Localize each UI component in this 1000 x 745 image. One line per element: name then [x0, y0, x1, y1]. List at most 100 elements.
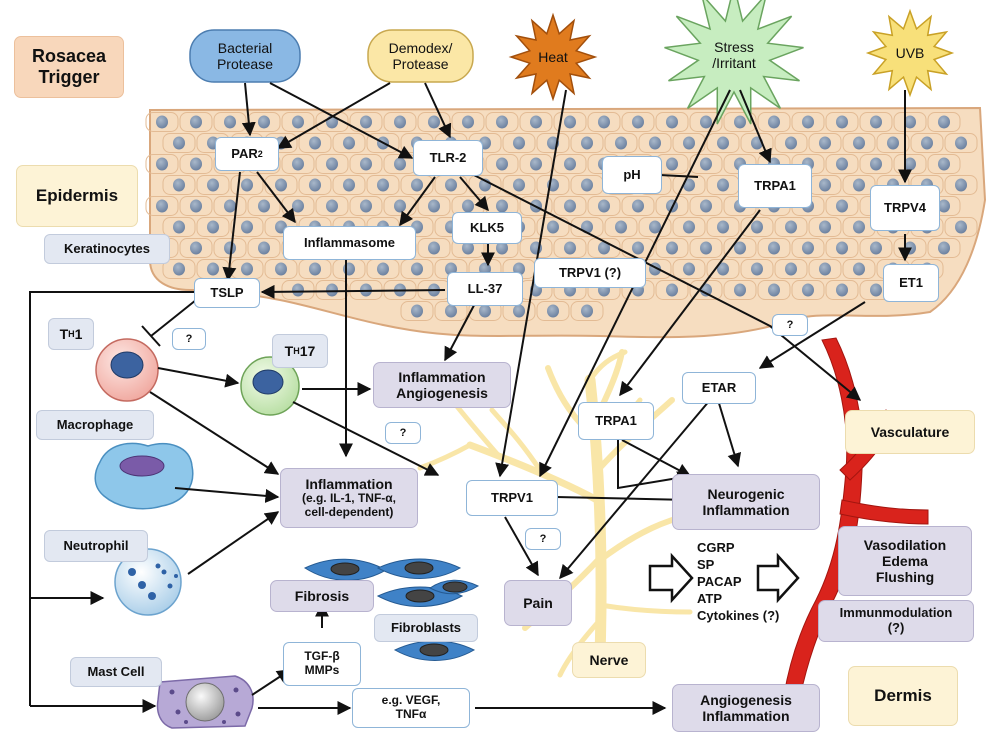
keratinocyte-cell	[825, 238, 859, 258]
keratinocyte-nucleus	[190, 115, 202, 129]
keratinocyte-cell	[536, 301, 570, 321]
ll37-node: LL-37	[447, 272, 523, 306]
keratinocyte-nucleus	[700, 157, 712, 171]
keratinocyte-cell	[825, 280, 859, 300]
keratinocyte-nucleus	[632, 199, 644, 213]
mediator-in-arrow	[648, 552, 694, 604]
keratinocyte-nucleus	[938, 199, 950, 213]
keratinocyte-nucleus	[241, 220, 253, 234]
neutrophil-cell	[114, 548, 182, 616]
keratinocyte-cell	[145, 112, 179, 132]
keratinocyte-cell	[349, 112, 383, 132]
question-trpv1-pain: ?	[525, 528, 561, 550]
keratinocyte-cell	[587, 112, 621, 132]
keratinocyte-nucleus	[513, 178, 525, 192]
inflammation-angiogenesis-box: Inflammation Angiogenesis	[373, 362, 511, 408]
keratinocyte-cell	[774, 133, 808, 153]
keratinocyte-nucleus	[343, 178, 355, 192]
keratinocyte-nucleus	[581, 304, 593, 318]
keratinocyte-cell	[247, 238, 281, 258]
keratinocyte-cell	[944, 175, 978, 195]
uvb-sun-icon	[865, 8, 955, 98]
keratinocyte-nucleus	[700, 241, 712, 255]
keratinocyte-cell	[808, 217, 842, 237]
keratinocyte-nucleus	[564, 199, 576, 213]
keratinocyte-cell	[893, 112, 927, 132]
keratinocyte-cell	[298, 133, 332, 153]
keratinocyte-cell	[927, 238, 961, 258]
keratinocyte-nucleus	[632, 241, 644, 255]
keratinocyte-nucleus	[870, 241, 882, 255]
keratinocyte-nucleus	[836, 241, 848, 255]
keratinocyte-nucleus	[717, 178, 729, 192]
vegf-tnf-node: e.g. VEGF, TNFα	[352, 688, 470, 728]
keratinocyte-cell	[417, 238, 451, 258]
keratinocyte-nucleus	[734, 115, 746, 129]
keratinocyte-cell	[706, 133, 740, 153]
keratinocyte-nucleus	[683, 178, 695, 192]
keratinocyte-cell	[587, 196, 621, 216]
keratinocyte-nucleus	[513, 136, 525, 150]
question-tslp-th1: ?	[172, 328, 206, 350]
keratinocyte-cell	[315, 112, 349, 132]
keratinocyte-nucleus	[462, 241, 474, 255]
keratinocyte-nucleus	[938, 115, 950, 129]
keratinocyte-nucleus	[768, 241, 780, 255]
nerve-label: Nerve	[572, 642, 646, 678]
keratinocytes-label: Keratinocytes	[44, 234, 170, 264]
keratinocyte-nucleus	[241, 178, 253, 192]
mediator-out-arrow	[756, 552, 800, 604]
keratinocyte-cell	[179, 238, 213, 258]
keratinocyte-nucleus	[615, 220, 627, 234]
keratinocyte-nucleus	[292, 283, 304, 297]
keratinocyte-nucleus	[802, 241, 814, 255]
th17-nucleus	[252, 369, 284, 395]
keratinocyte-nucleus	[360, 115, 372, 129]
keratinocyte-cell	[757, 280, 791, 300]
keratinocyte-cell	[196, 217, 230, 237]
keratinocyte-nucleus	[173, 262, 185, 276]
keratinocyte-cell	[298, 175, 332, 195]
neutrophil-granules	[128, 563, 178, 600]
keratinocyte-nucleus	[666, 157, 678, 171]
keratinocyte-nucleus	[462, 199, 474, 213]
mediator-pacap: PACAP	[697, 573, 742, 589]
mast-cell-nucleus	[185, 682, 225, 722]
keratinocyte-nucleus	[445, 304, 457, 318]
keratinocyte-nucleus	[802, 283, 814, 297]
keratinocyte-cell	[332, 175, 366, 195]
keratinocyte-cell	[723, 280, 757, 300]
keratinocyte-nucleus	[530, 115, 542, 129]
keratinocyte-cell	[808, 259, 842, 279]
keratinocyte-nucleus	[275, 178, 287, 192]
keratinocyte-cell	[162, 217, 196, 237]
macrophage-label: Macrophage	[36, 410, 154, 440]
keratinocyte-cell	[196, 175, 230, 195]
keratinocyte-cell	[944, 133, 978, 153]
ph-node: pH	[602, 156, 662, 194]
keratinocyte-cell	[519, 112, 553, 132]
keratinocyte-cell	[842, 259, 876, 279]
dermis-label: Dermis	[848, 666, 958, 726]
mediator-sp: SP	[697, 556, 715, 572]
stress-burst-icon	[664, 0, 804, 125]
keratinocyte-cell	[553, 112, 587, 132]
keratinocyte-nucleus	[785, 136, 797, 150]
keratinocyte-nucleus	[496, 157, 508, 171]
keratinocyte-nucleus	[819, 178, 831, 192]
fibroblasts-label: Fibroblasts	[374, 614, 478, 642]
demodex-protease-label: Demodex/ Protease	[388, 39, 453, 72]
keratinocyte-nucleus	[734, 241, 746, 255]
keratinocyte-nucleus	[870, 157, 882, 171]
keratinocyte-nucleus	[309, 178, 321, 192]
keratinocyte-nucleus	[785, 220, 797, 234]
keratinocyte-nucleus	[904, 115, 916, 129]
keratinocyte-cell	[655, 112, 689, 132]
keratinocyte-cell	[519, 196, 553, 216]
trpv4-node: TRPV4	[870, 185, 940, 231]
keratinocyte-cell	[808, 133, 842, 153]
keratinocyte-cell	[366, 175, 400, 195]
keratinocyte-cell	[621, 238, 655, 258]
